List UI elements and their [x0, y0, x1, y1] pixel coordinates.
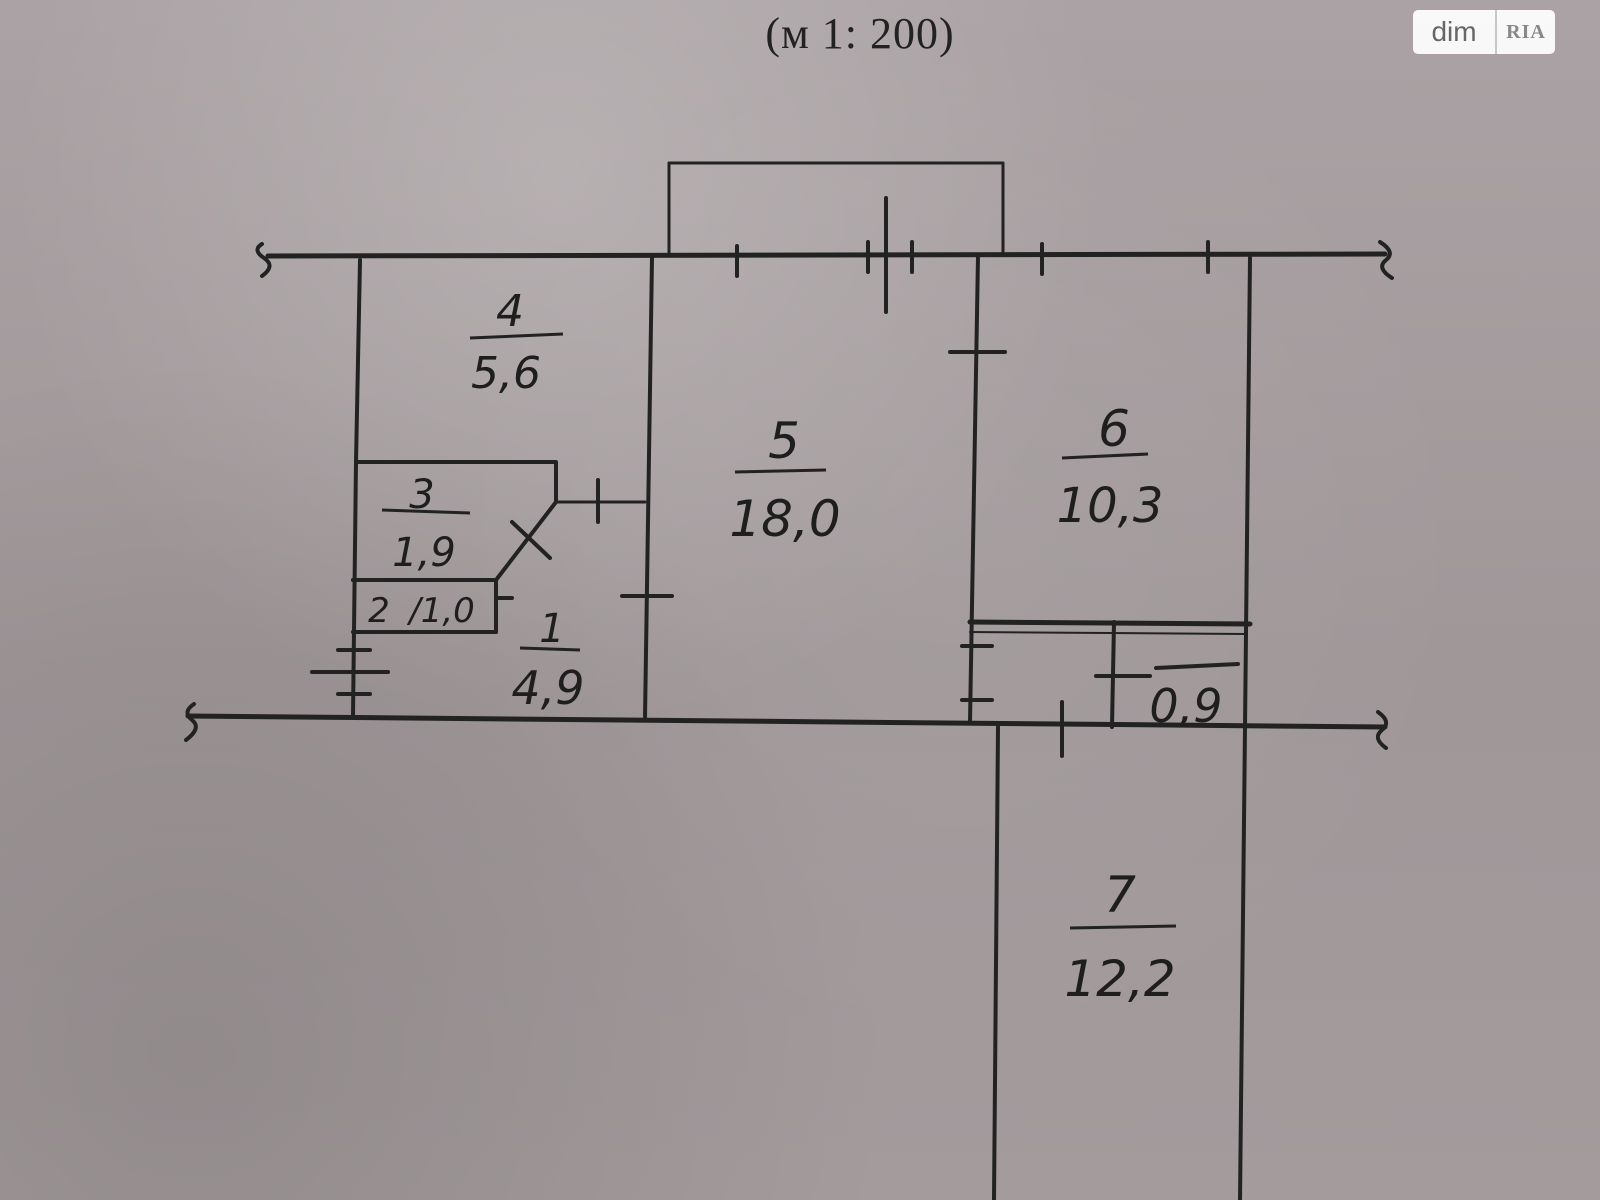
room-1-area: 4,9: [511, 661, 584, 715]
room-6-number: 6: [1098, 400, 1130, 458]
room7-right-wall: [1238, 725, 1247, 1200]
room-7-area: 12,2: [1064, 950, 1175, 1008]
bathroom-area: 0,9: [1149, 679, 1222, 733]
dim-ria-watermark: dim RIA: [1413, 10, 1555, 54]
room-6-area: 10,3: [1057, 478, 1164, 534]
fraction-bars: [381, 332, 1177, 930]
room7-left-wall: [992, 725, 1000, 1200]
watermark-divider: [1495, 10, 1497, 54]
scale-label: (м 1: 200): [765, 9, 955, 58]
room-4-number: 4: [496, 286, 524, 337]
ria-logo-icon: RIA: [1506, 20, 1546, 43]
watermark-text: dim: [1431, 16, 1477, 47]
bathroom-top-wall: [967, 619, 1253, 627]
room-5-area: 18,0: [729, 490, 840, 548]
top-axis-left-break: [255, 242, 272, 278]
balcony-outline: [667, 161, 1005, 257]
room-2-number: 2: [368, 591, 390, 631]
top-axis-line: [265, 251, 1388, 259]
room-2-area: /1,0: [406, 591, 475, 631]
room2-outline: [351, 578, 498, 634]
left-wall: [351, 258, 362, 718]
room-3-area: 1,9: [392, 530, 456, 576]
top-axis-right-break: [1378, 240, 1394, 280]
middle-axis-left-break: [184, 702, 198, 742]
opening-ticks: [310, 196, 1240, 758]
right-wall-upper: [1243, 256, 1252, 729]
room-1-number: 1: [539, 606, 564, 652]
door-room3-swing: [510, 520, 552, 560]
wall-room4-room5: [643, 256, 654, 720]
bathroom-inner-wall: [969, 631, 1246, 635]
room-7-number: 7: [1104, 866, 1136, 924]
room-5-number: 5: [768, 412, 800, 470]
room-3-number: 3: [409, 472, 434, 518]
room-4-area: 5,6: [471, 348, 541, 399]
wall-room5-room6: [968, 254, 980, 724]
middle-axis-right-break: [1375, 710, 1389, 750]
middle-axis-line: [185, 713, 1388, 730]
